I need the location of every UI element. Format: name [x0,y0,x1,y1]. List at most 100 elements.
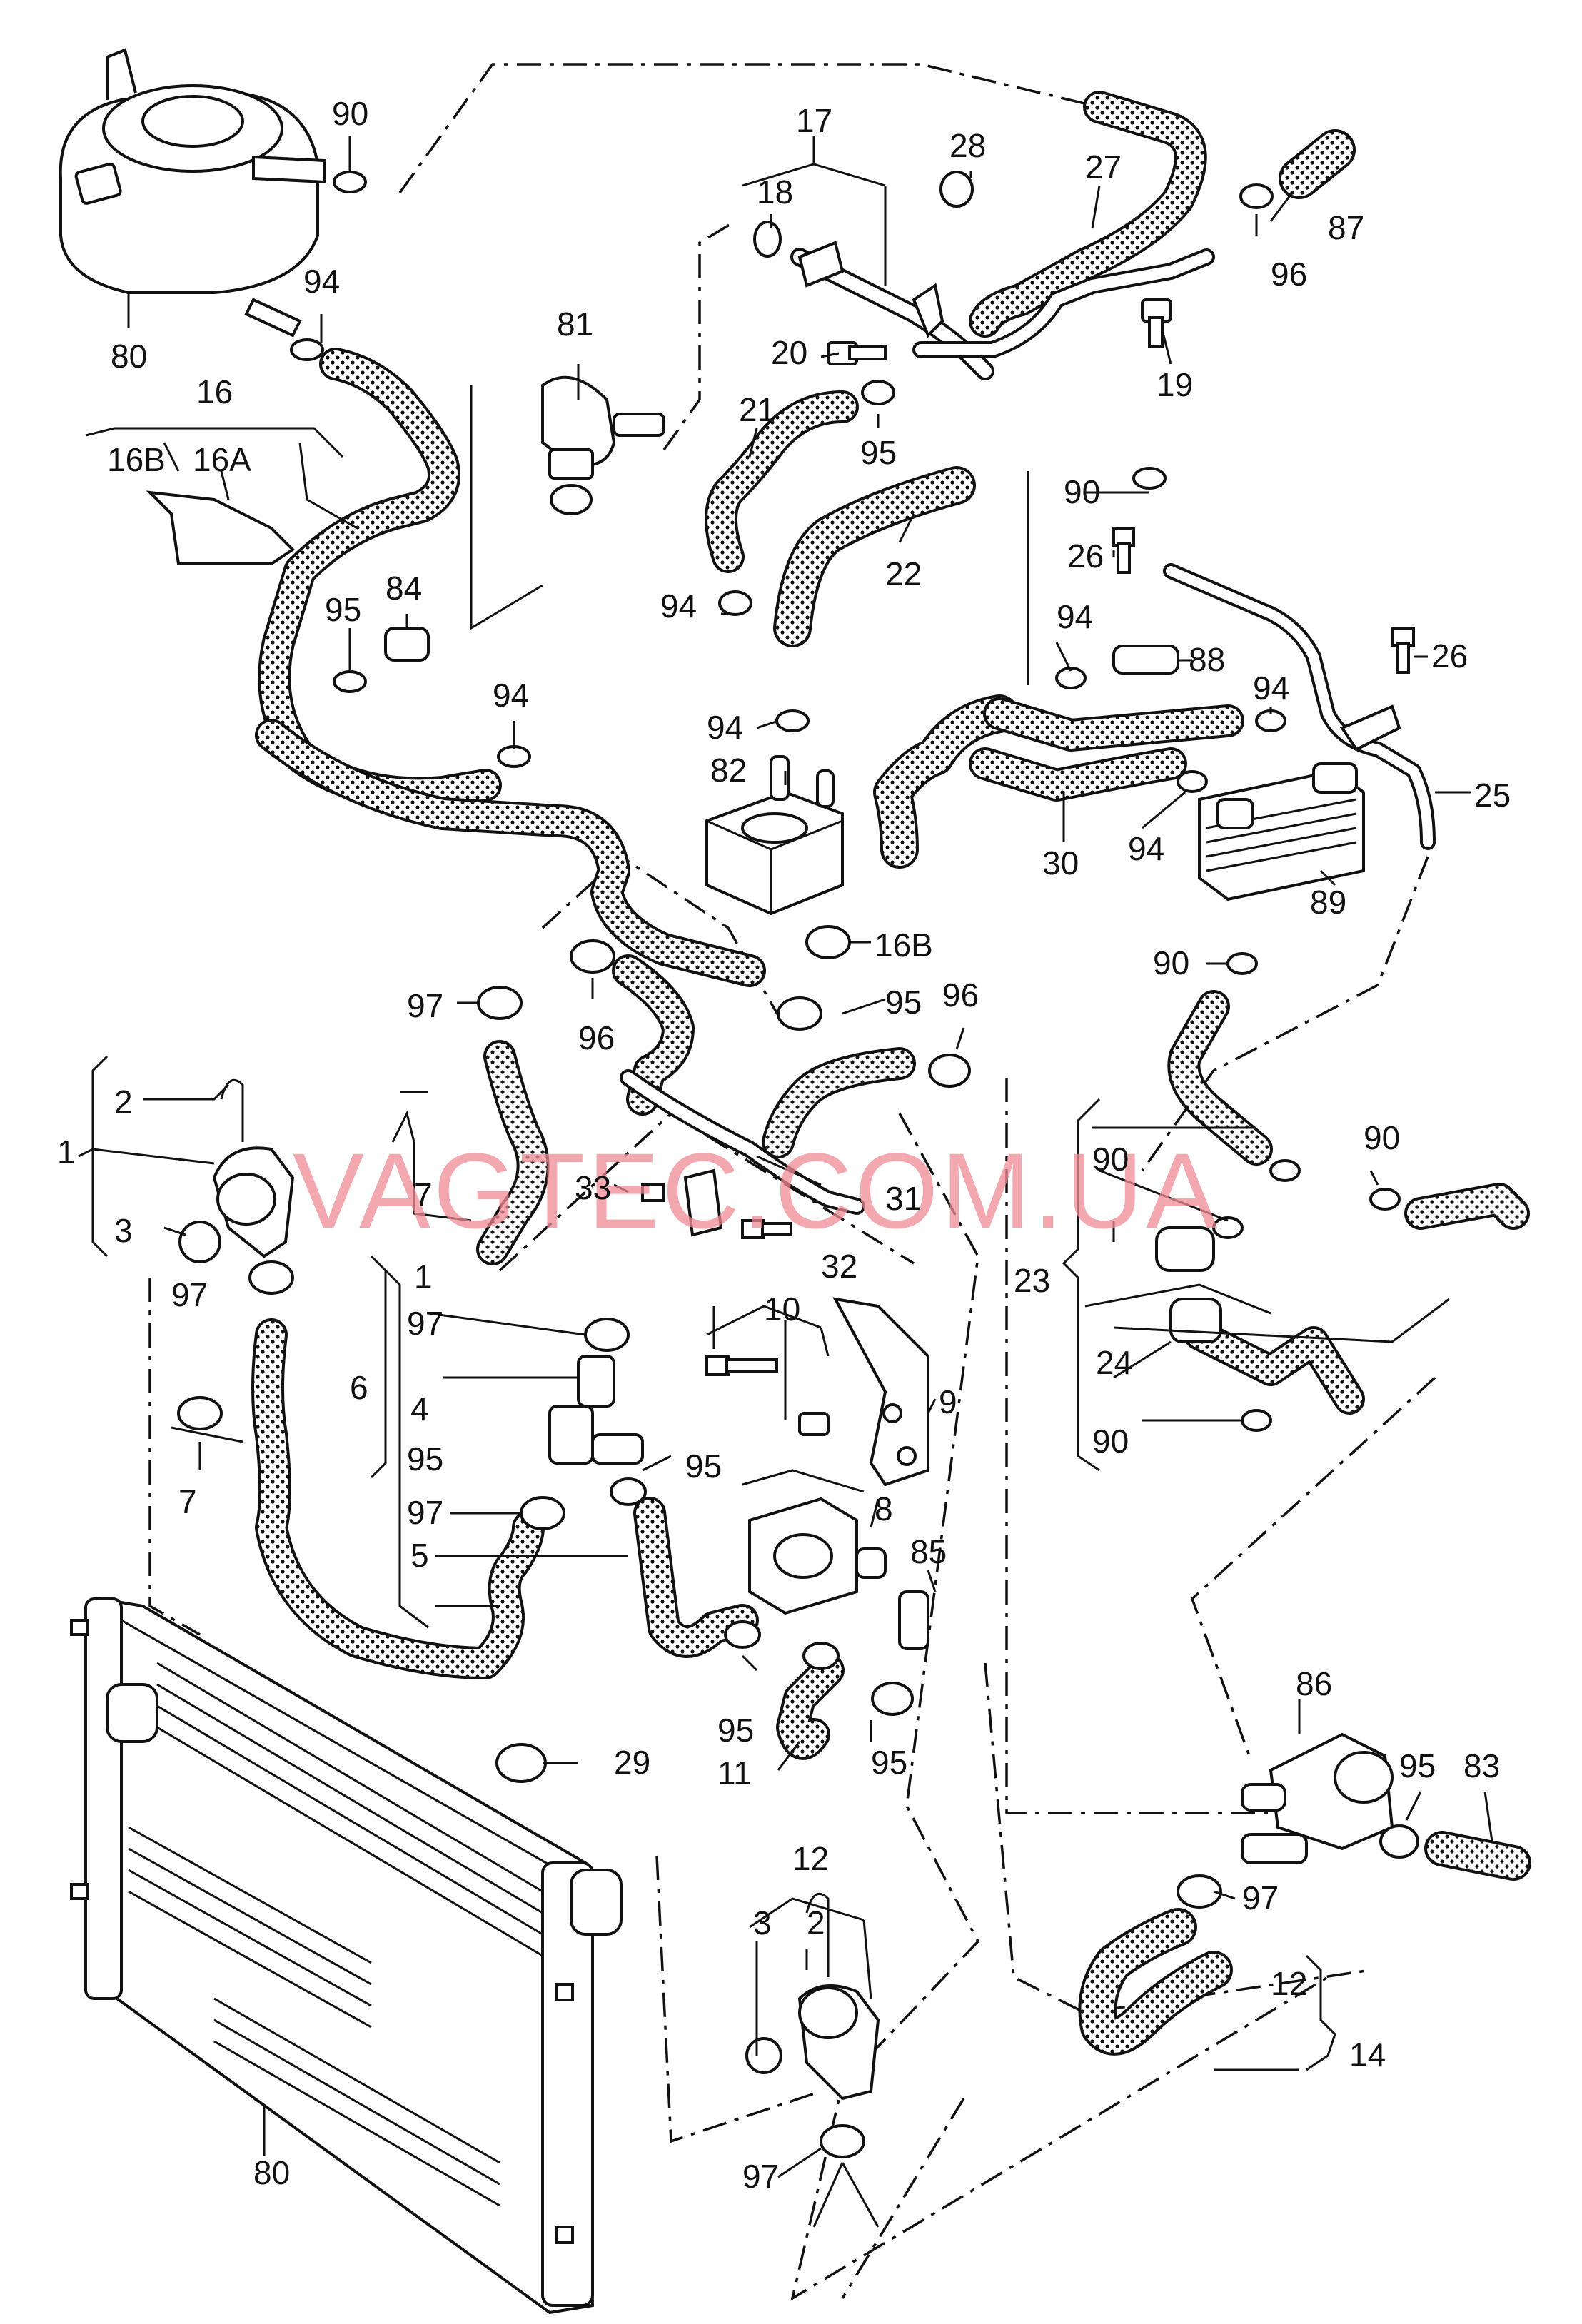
callout-2: 2 [114,1083,133,1121]
thermostat-housing-81 [541,375,665,515]
callout-16B: 16B [875,926,933,964]
callout-8: 8 [875,1490,893,1527]
callout-95: 95 [717,1712,754,1749]
thermostat-86 [1241,1732,1394,1864]
hose-97-upper [476,1040,550,1265]
connector-84 [384,627,430,662]
callout-86: 86 [1296,1665,1332,1702]
callout-17: 17 [796,102,832,139]
callout-89: 89 [1310,884,1346,921]
callout-10: 10 [764,1290,800,1328]
bolt-26b [1391,627,1415,674]
callout-12: 12 [792,1840,829,1877]
hose-5 [633,1497,759,1658]
hose-90 [1167,990,1273,1166]
hose-clamps [177,171,1419,2158]
callout-2: 2 [807,1904,825,1941]
callout-94: 94 [660,587,697,625]
callout-82: 82 [710,752,747,789]
callout-90: 90 [332,95,368,132]
callout-14: 14 [1349,2036,1386,2073]
callout-80: 80 [253,2154,290,2191]
hose-27 [969,91,1207,338]
hose-87 [1279,129,1356,199]
callout-12: 12 [1271,1965,1307,2002]
hose-30-a [873,694,1019,869]
callout-83: 83 [1463,1747,1500,1784]
callout-16: 16 [196,373,233,410]
callout-18: 18 [757,173,793,211]
radiator-fins [128,1662,543,2207]
pipe-85 [898,1590,929,1650]
callout-90: 90 [1153,944,1189,981]
callout-11: 11 [717,1754,752,1792]
callout-97: 97 [742,2158,779,2195]
callout-94: 94 [493,677,529,714]
callout-97: 97 [171,1276,208,1313]
hoses [251,91,1531,2056]
callout-97: 97 [1242,1879,1279,1916]
routing-lines [148,63,1436,2301]
bracket-9 [832,1297,929,1487]
callout-23: 23 [1014,1262,1050,1299]
callout-1: 1 [414,1258,433,1295]
hose-23 [1404,1183,1530,1230]
callout-96: 96 [942,976,979,1014]
callout-90: 90 [1064,473,1100,510]
hose-30-b [983,697,1244,752]
hose-95-upper [762,1047,916,1158]
callout-87: 87 [1328,209,1364,246]
watermark: VAGTEC.COM.UA [293,1131,1220,1251]
bolt-19 [1141,298,1172,348]
oil-cooler-82 [705,755,844,916]
callout-81: 81 [557,305,593,343]
bolt-26a [1112,527,1135,574]
callout-16B: 16B [107,441,166,478]
callout-85: 85 [910,1533,947,1570]
flange-1 [178,1078,295,1263]
callout-labels: 90 94 80 16 16B 16A 81 95 84 94 17 18 28… [57,95,1511,2195]
callout-94: 94 [303,263,340,300]
callout-29: 29 [614,1744,650,1781]
callout-1: 1 [57,1133,76,1171]
callout-94: 94 [1253,670,1289,707]
callout-7: 7 [414,1176,433,1213]
callout-3: 3 [753,1904,772,1941]
callout-95: 95 [871,1744,907,1781]
hose-96 [612,954,695,1116]
callout-94: 94 [707,709,743,746]
callout-3: 3 [114,1212,133,1249]
bracket-25 [1340,704,1401,752]
callout-28: 28 [949,127,986,164]
callout-6: 6 [350,1369,368,1406]
hose-21 [705,390,859,573]
callout-94: 94 [1128,830,1164,867]
callout-88: 88 [1189,641,1225,678]
callout-95: 95 [860,434,897,471]
callout-97: 97 [407,1305,443,1342]
callout-84: 84 [386,570,422,607]
connector-88 [1112,645,1179,675]
bolt-32 [741,1219,792,1239]
callout-94: 94 [1057,598,1093,635]
callout-96: 96 [578,1019,615,1056]
callout-95: 95 [885,984,922,1021]
bolt-10 [705,1355,830,1436]
coolant-pipe-17 [753,221,944,338]
oil-cooler-89 [1198,762,1365,901]
hose-16-lower [255,719,766,987]
callout-97: 97 [407,1494,443,1531]
callout-90: 90 [1364,1119,1400,1156]
hose-11 [776,1654,845,1760]
callout-90: 90 [1092,1141,1129,1178]
bracket-16A [146,490,296,565]
callout-26: 26 [1431,637,1468,675]
callout-26: 26 [1067,537,1104,575]
callout-9: 9 [939,1383,957,1420]
callout-27: 27 [1085,148,1122,186]
callout-24: 24 [1096,1344,1132,1381]
bracket-31 [683,1168,723,1237]
radiator [70,1597,623,2315]
flange-12 [745,1892,880,2101]
hose-23-lower [1184,1319,1365,1415]
